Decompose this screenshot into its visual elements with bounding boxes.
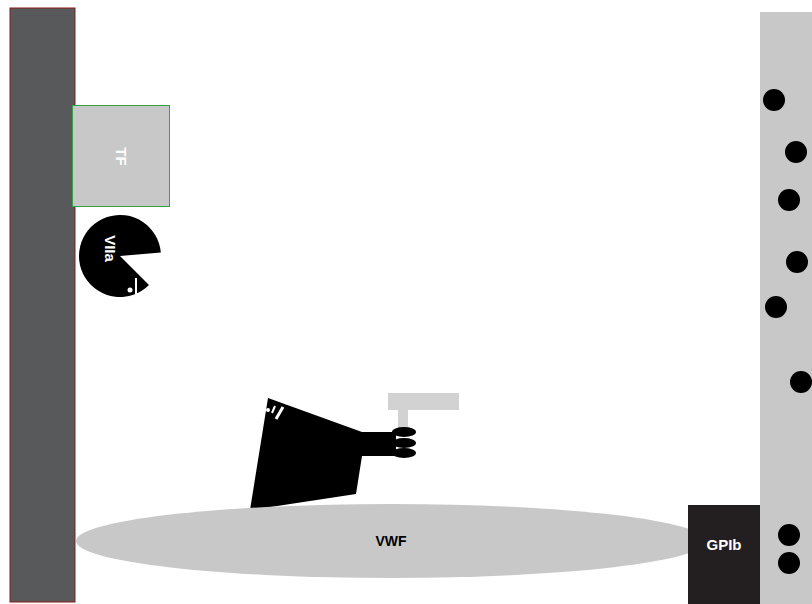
node-label: TF bbox=[112, 147, 129, 165]
node-label: GPIb bbox=[706, 536, 741, 553]
pacman-outline bbox=[79, 212, 161, 300]
node-label: VWF bbox=[375, 533, 406, 549]
factor-viia-shape: VIIa bbox=[79, 212, 161, 300]
tissue-factor-box: TF bbox=[72, 105, 170, 207]
platelet-granules bbox=[763, 89, 812, 574]
platelet-membrane bbox=[760, 12, 812, 604]
ligand-stem bbox=[398, 410, 408, 430]
gpib-box: GPIb bbox=[688, 505, 760, 604]
node-label: VIIa bbox=[102, 235, 119, 262]
factor-mark bbox=[266, 406, 283, 419]
vwf-ellipse: VWF bbox=[76, 504, 706, 578]
cell-membrane-left bbox=[10, 8, 75, 602]
ligand-bar bbox=[388, 393, 459, 410]
factor-shape bbox=[250, 398, 416, 510]
